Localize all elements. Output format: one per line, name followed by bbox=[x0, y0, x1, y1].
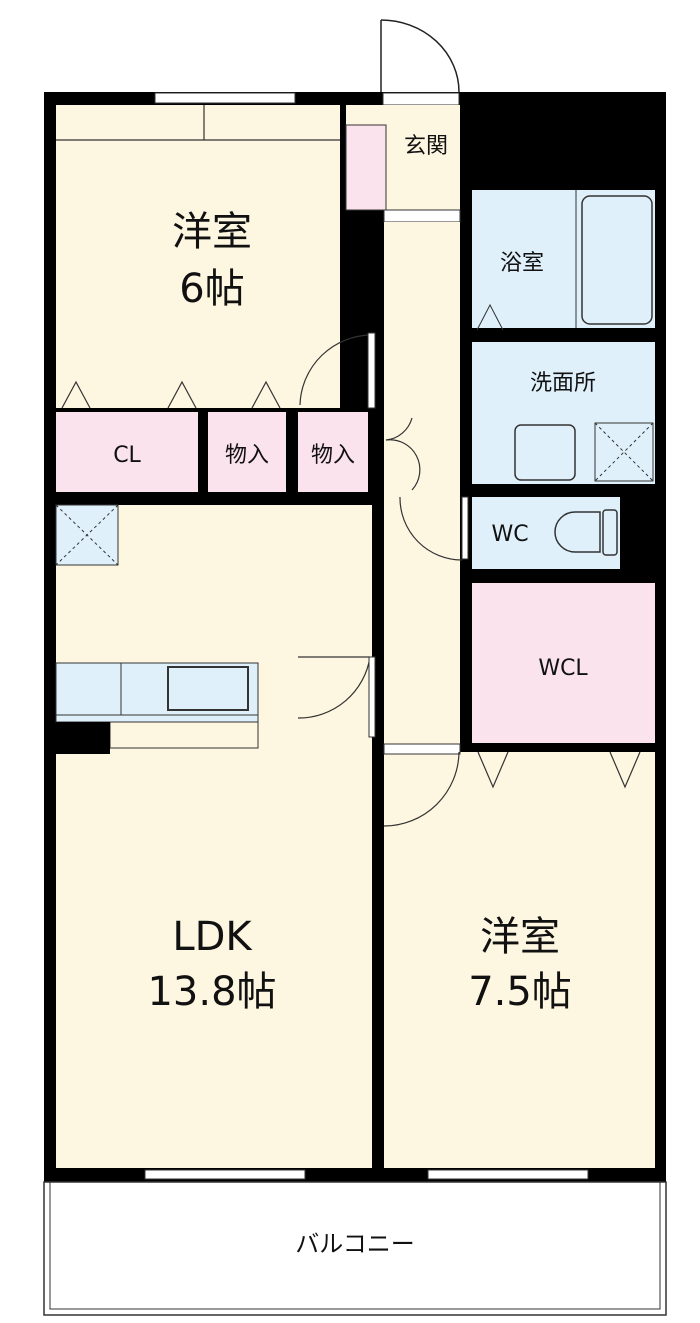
window-room-2 bbox=[427, 1169, 589, 1180]
washbasin bbox=[514, 424, 576, 481]
toilet bbox=[472, 497, 620, 569]
entrance-opening bbox=[382, 92, 460, 106]
entrance-door bbox=[380, 19, 460, 93]
western-room-1 bbox=[56, 105, 340, 408]
toilet-label: WC bbox=[491, 522, 528, 547]
ldk bbox=[56, 505, 372, 1168]
walk-in-closet bbox=[472, 583, 655, 743]
bathroom-label: 浴室 bbox=[500, 251, 544, 276]
storage-2 bbox=[298, 412, 368, 492]
washer-space bbox=[594, 422, 654, 482]
storage-2-label: 物入 bbox=[311, 443, 355, 468]
window-ldk bbox=[144, 1169, 306, 1180]
kitchen-counter bbox=[55, 662, 259, 749]
balcony-label: バルコニー bbox=[295, 1230, 415, 1258]
closet bbox=[56, 412, 198, 492]
washroom-label: 洗面所 bbox=[530, 371, 596, 396]
western-room-2 bbox=[384, 752, 655, 1168]
entrance-label: 玄関 bbox=[404, 134, 448, 159]
storage-1-label: 物入 bbox=[225, 443, 269, 468]
western-room-2-label: 洋室 bbox=[480, 914, 560, 960]
pillar bbox=[56, 722, 110, 754]
walk-in-closet-label: WCL bbox=[538, 656, 588, 681]
ldk-label: LDK bbox=[172, 914, 253, 960]
western-room-1-size: 6帖 bbox=[179, 266, 244, 312]
western-room-1-label: 洋室 bbox=[172, 209, 252, 255]
bathtub bbox=[581, 195, 653, 325]
toilet-bowl-icon bbox=[554, 509, 618, 556]
fridge-space bbox=[55, 504, 119, 566]
balcony bbox=[43, 1181, 667, 1316]
hallway bbox=[384, 222, 460, 744]
closet-label: CL bbox=[113, 443, 141, 468]
storage-1 bbox=[208, 412, 286, 492]
western-room-2-size: 7.5帖 bbox=[468, 969, 572, 1015]
window-top bbox=[154, 92, 296, 104]
ldk-size: 13.8帖 bbox=[147, 969, 276, 1015]
shoe-cabinet bbox=[345, 124, 387, 211]
